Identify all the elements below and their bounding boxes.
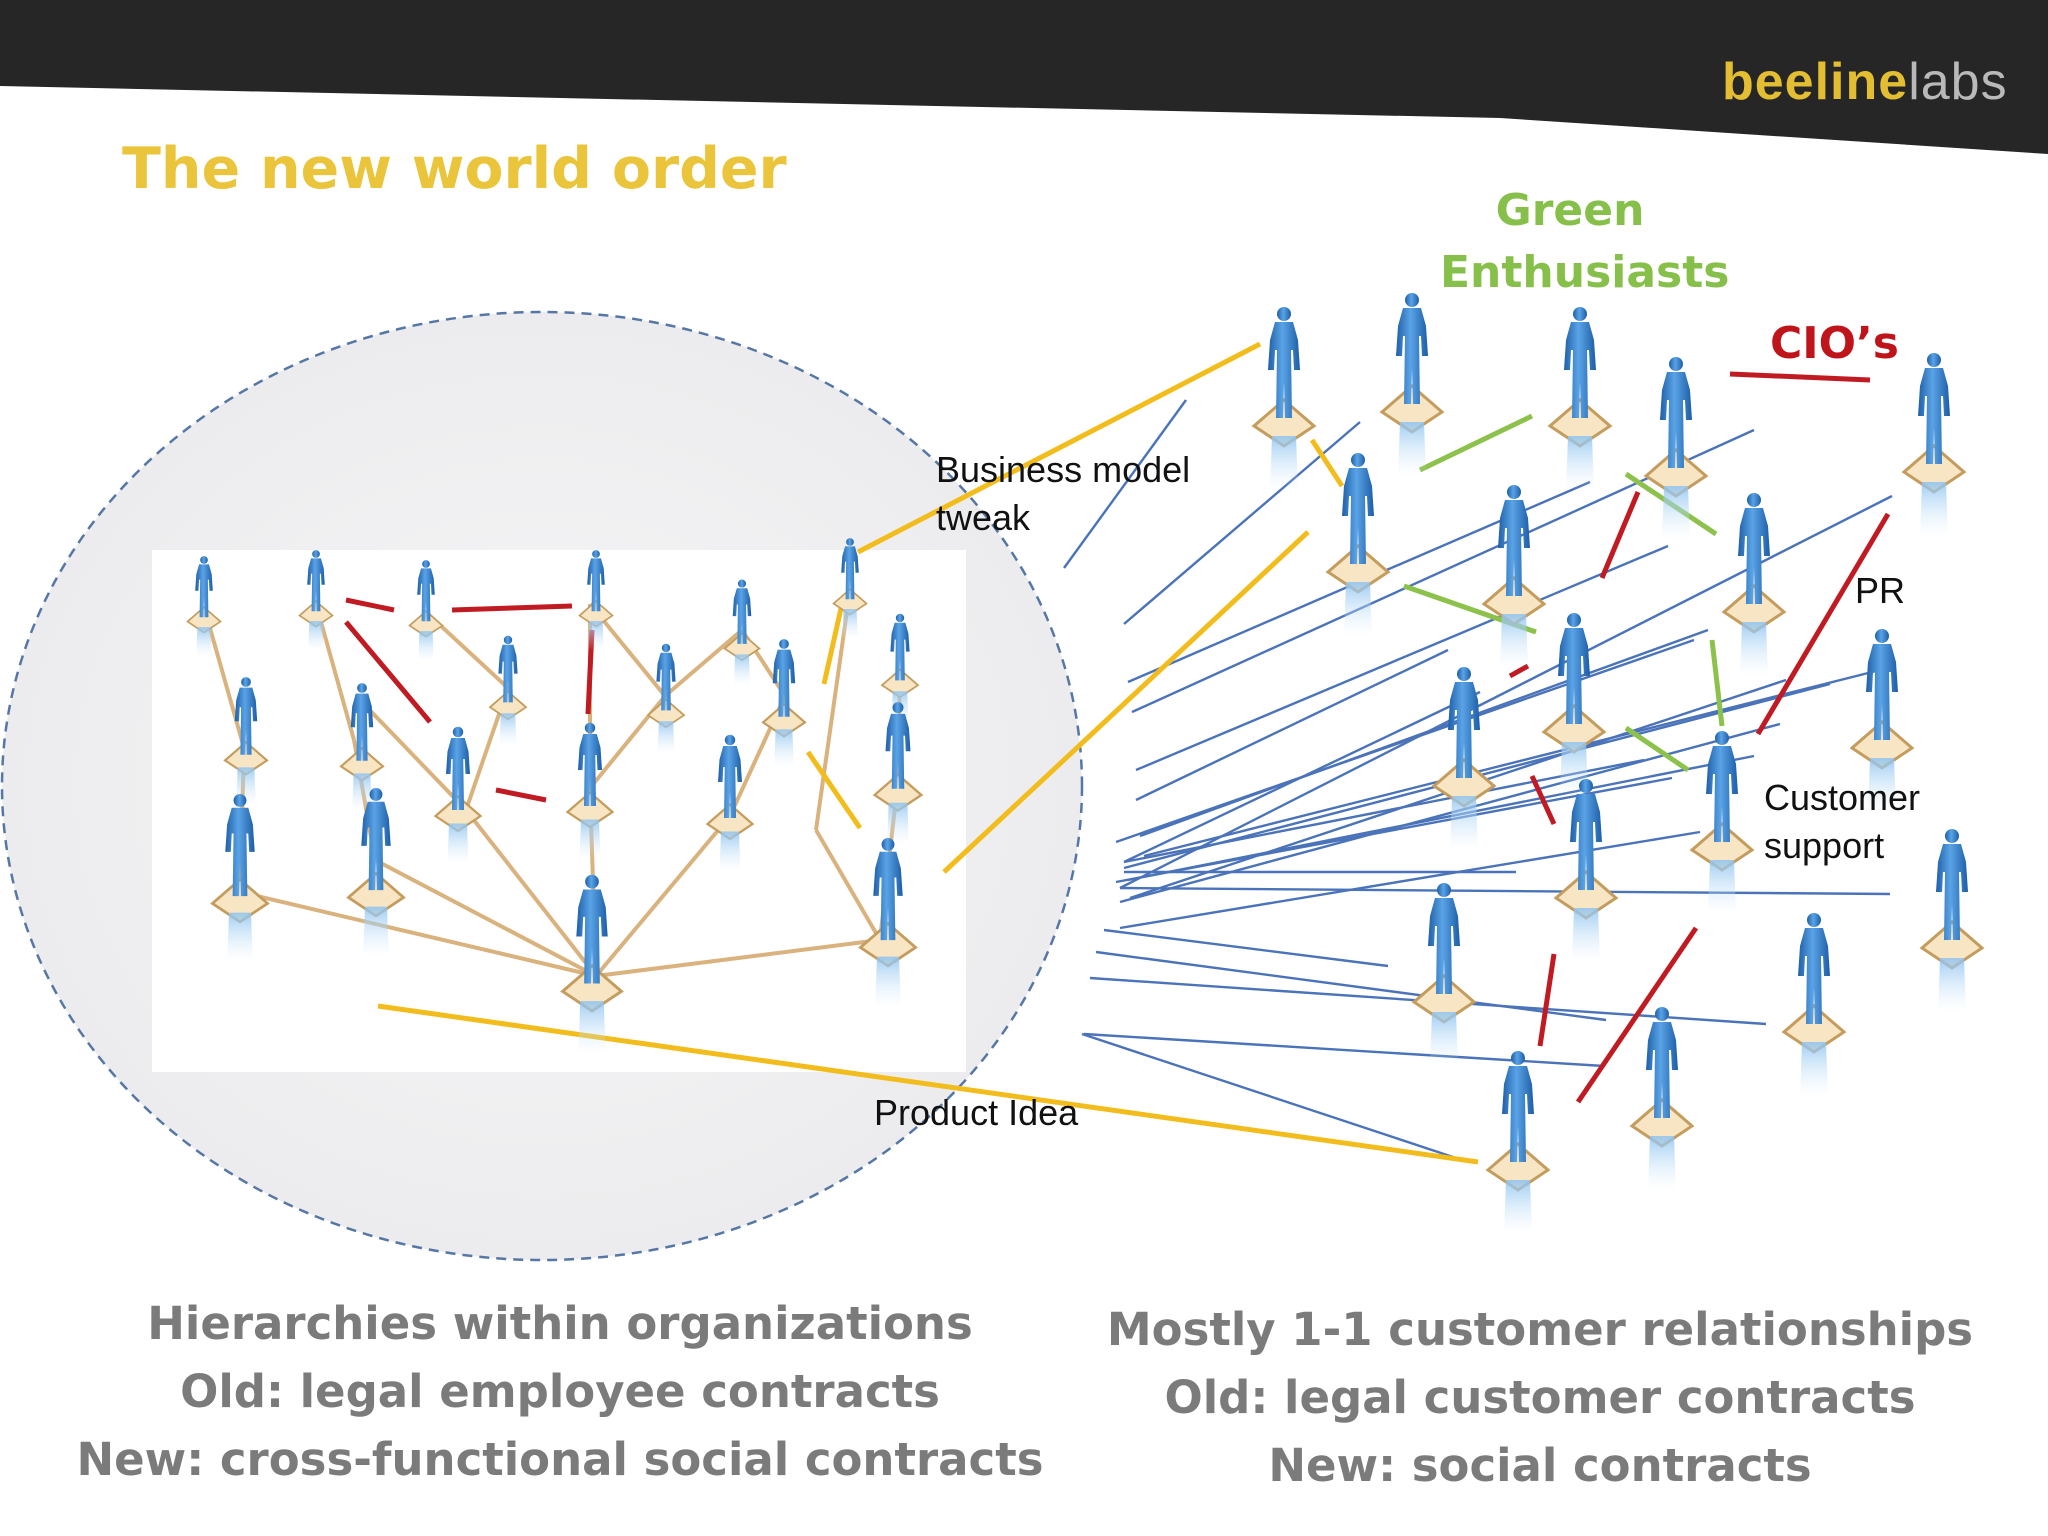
caption-left-line-3: New: cross-functional social contracts [76, 1433, 1044, 1486]
green-links [1403, 413, 1725, 773]
pr-label: PR [1855, 570, 1906, 611]
gold-links [377, 341, 1479, 1165]
hierarchy-panel [152, 550, 966, 1072]
logo-part-2: labs [1908, 53, 2008, 111]
business-model-tweak-label: Business model tweak [936, 449, 1191, 538]
logo-part-1: beeline [1722, 53, 1909, 111]
product-idea-label: Product Idea [874, 1092, 1079, 1133]
caption-left-line-2: Old: legal employee contracts [180, 1365, 940, 1418]
beelinelabs-logo: beelinelabs [1722, 52, 2008, 112]
caption-customers: Mostly 1-1 customer relationships Old: l… [1060, 1296, 2020, 1500]
green-enthusiasts-label: Green Enthusiasts [1440, 185, 1730, 298]
customer-support-label: Customer support [1764, 777, 1921, 866]
header-bar [0, 0, 2048, 154]
caption-organizations: Hierarchies within organizations Old: le… [60, 1290, 1060, 1494]
slide-title: The new world order [122, 136, 787, 202]
red-links [344, 371, 1891, 1104]
caption-right-line-1: Mostly 1-1 customer relationships [1106, 1303, 1974, 1356]
caption-right-line-3: New: social contracts [1268, 1439, 1812, 1492]
caption-left-line-1: Hierarchies within organizations [147, 1297, 973, 1350]
cios-label: CIO’s [1770, 318, 1899, 369]
caption-right-line-2: Old: legal customer contracts [1164, 1371, 1916, 1424]
